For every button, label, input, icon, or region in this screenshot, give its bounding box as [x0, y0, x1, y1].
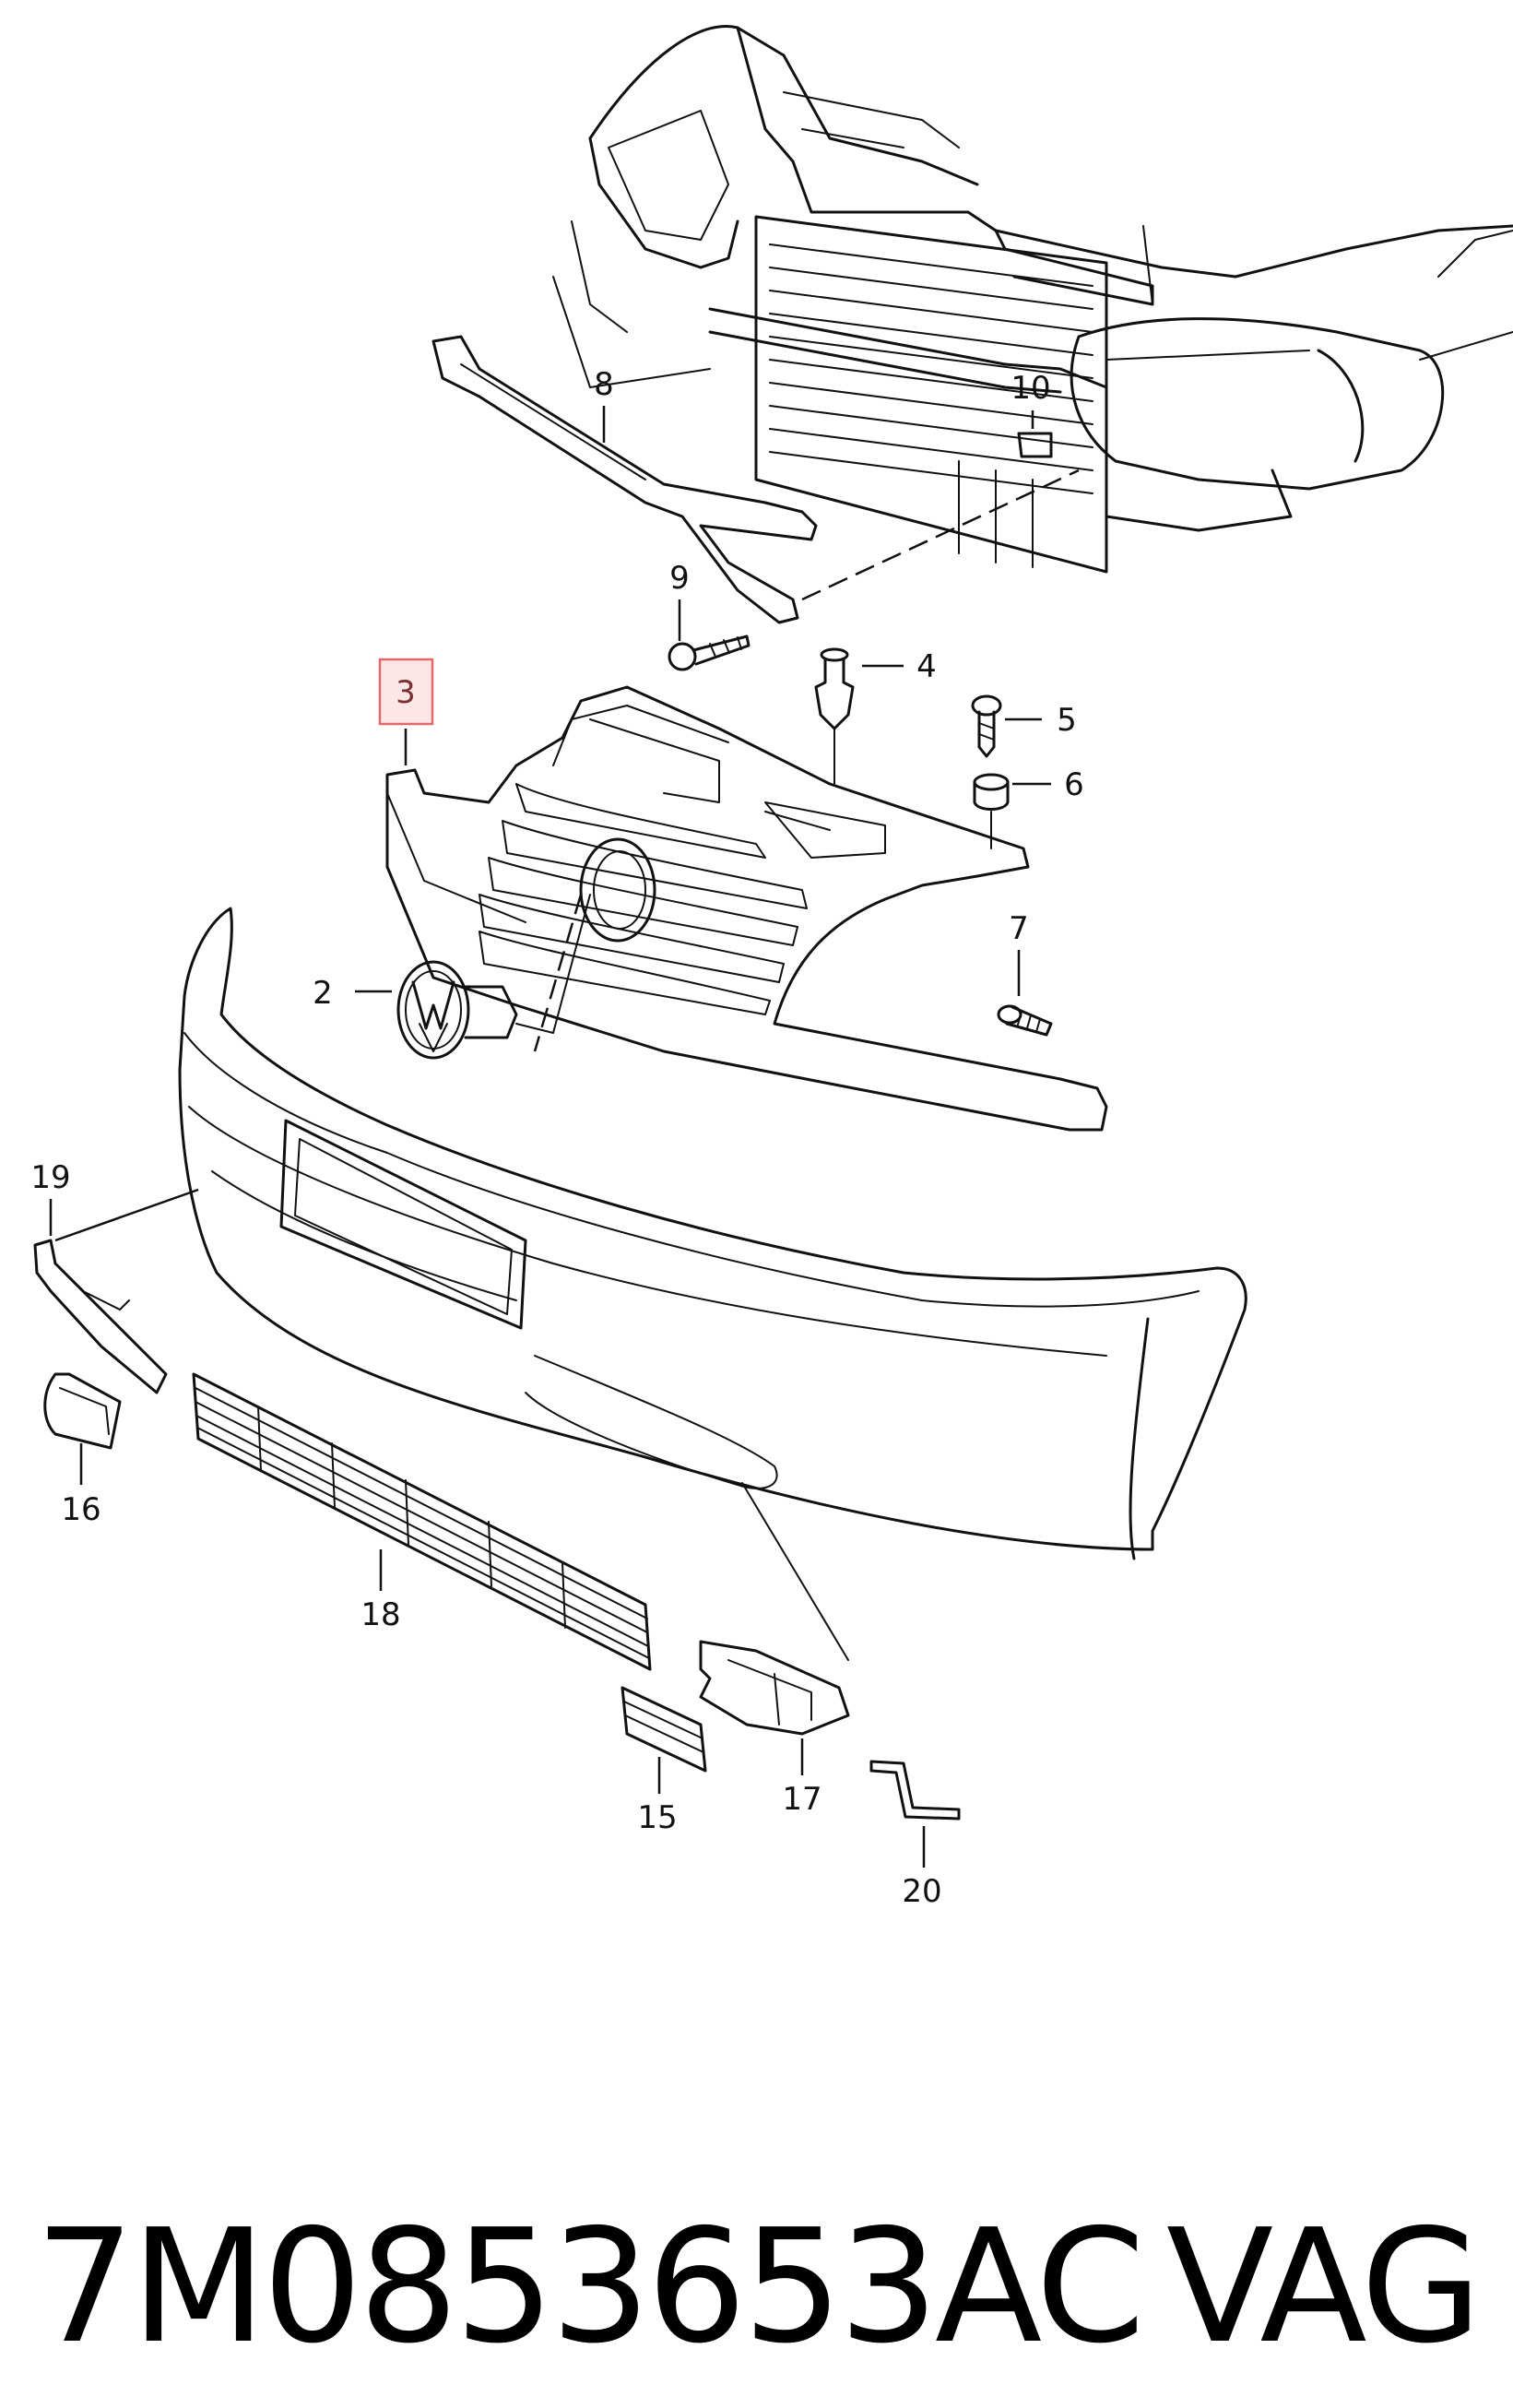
callout-label: 16 — [61, 1491, 100, 1528]
part-5-screw — [971, 694, 1002, 758]
callout-label: 19 — [30, 1159, 70, 1196]
callout-label: 6 — [1064, 766, 1084, 803]
callout-label: 4 — [916, 648, 937, 685]
part-20-clip — [869, 1760, 961, 1821]
part-3-radiator-grille — [385, 685, 1108, 1132]
callout-label-highlighted: 3 — [396, 674, 416, 711]
part-8-upper-rail — [431, 335, 818, 624]
part-2-emblem — [396, 960, 518, 1060]
part-9-screw — [668, 635, 751, 671]
callout-label: 7 — [1009, 910, 1029, 947]
callout-label: 20 — [902, 1873, 941, 1910]
callout-label: 18 — [361, 1596, 400, 1633]
part-16-cover — [43, 1372, 122, 1450]
part-6-grommet — [973, 773, 1010, 849]
callout-label: 10 — [1011, 370, 1050, 407]
assembly-line-upper — [801, 469, 1080, 601]
part-17-trim — [699, 1640, 850, 1736]
part-7-screw — [997, 1004, 1053, 1037]
brand-caption: VAG — [1166, 2196, 1482, 2378]
part-number-caption: 7M0853653AC — [35, 2196, 1145, 2378]
part-19-bracket — [33, 1239, 168, 1394]
part-15-insert — [621, 1686, 707, 1773]
leader-lines — [49, 406, 1051, 1868]
callout-label: 2 — [313, 975, 333, 1012]
part-18-lower-grille — [192, 1372, 652, 1671]
callout-label: 8 — [594, 366, 614, 403]
callout-label: 5 — [1057, 702, 1077, 739]
bumper-cover — [178, 907, 1247, 1661]
callout-highlight-box — [378, 658, 434, 726]
part-4-clip — [814, 647, 855, 785]
front-body-structure — [552, 25, 1513, 574]
assembly-line-grille — [533, 894, 583, 1052]
callout-label: 15 — [637, 1799, 677, 1836]
callout-label: 17 — [782, 1781, 822, 1818]
callout-labels: 2 3 4 5 6 7 8 9 10 15 16 17 18 19 20 — [30, 366, 1083, 1910]
callout-label: 9 — [669, 560, 690, 597]
